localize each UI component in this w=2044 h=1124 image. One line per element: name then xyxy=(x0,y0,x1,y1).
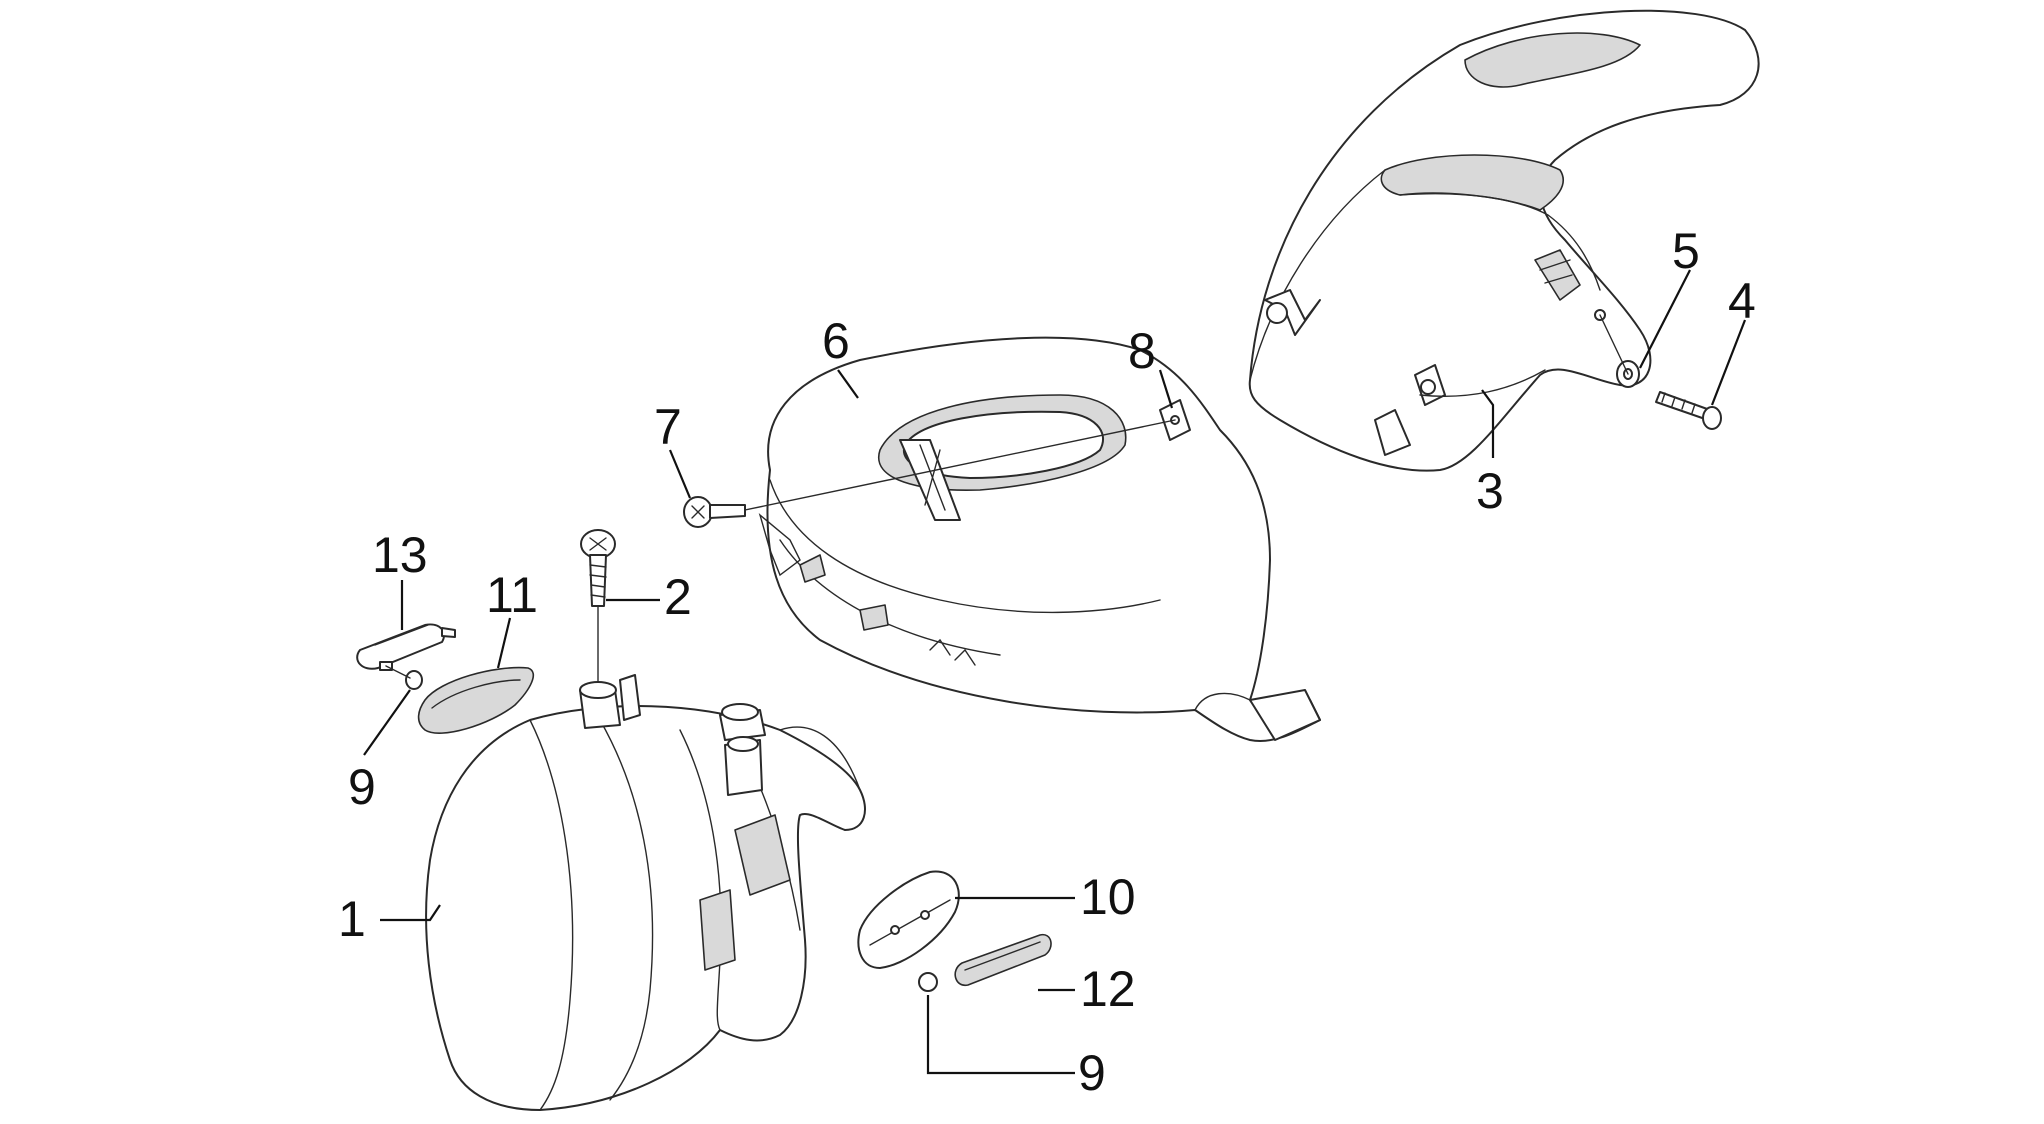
part-4-screw xyxy=(1655,391,1722,430)
part-3-rear-mudguard xyxy=(1248,9,1760,472)
leader-5 xyxy=(1639,269,1691,369)
part-9-washer-right xyxy=(918,972,938,992)
leader-9a xyxy=(363,689,411,756)
part-7-screw xyxy=(683,496,746,528)
leader-1 xyxy=(380,904,441,922)
callout-13: 13 xyxy=(372,527,428,583)
part-2-screw xyxy=(580,529,616,607)
leader-lines xyxy=(363,269,1747,1075)
part-10-reflector-bracket xyxy=(857,870,960,969)
part-12-reflector xyxy=(954,933,1052,987)
callout-9a: 9 xyxy=(348,759,376,815)
leader-9b xyxy=(926,995,1075,1075)
leader-8 xyxy=(1158,369,1174,409)
callout-7: 7 xyxy=(654,399,682,455)
callout-5: 5 xyxy=(1672,223,1700,279)
part-6-wheel-housing xyxy=(758,336,1321,742)
part-11-reflector xyxy=(417,666,534,734)
callout-11: 11 xyxy=(486,567,538,623)
callout-6: 6 xyxy=(822,313,850,369)
leader-7 xyxy=(668,449,692,499)
callout-labels: 1 2 3 4 5 6 7 8 9 9 10 11 12 13 xyxy=(338,223,1756,1101)
callout-10: 10 xyxy=(1080,869,1136,925)
callout-9b: 9 xyxy=(1078,1045,1106,1101)
leader-11 xyxy=(496,617,512,669)
callout-2: 2 xyxy=(664,569,692,625)
callout-12: 12 xyxy=(1080,961,1136,1017)
part-9-washer-left xyxy=(405,670,423,690)
leader-4 xyxy=(1710,319,1747,406)
callout-4: 4 xyxy=(1728,273,1756,329)
part-1-front-mudguard xyxy=(425,674,866,1111)
part-13-reflector-bracket xyxy=(356,623,456,671)
leader-3 xyxy=(1481,389,1495,458)
callout-1: 1 xyxy=(338,891,366,947)
callout-8: 8 xyxy=(1128,323,1156,379)
callout-3: 3 xyxy=(1476,463,1504,519)
leader-6 xyxy=(837,369,859,399)
